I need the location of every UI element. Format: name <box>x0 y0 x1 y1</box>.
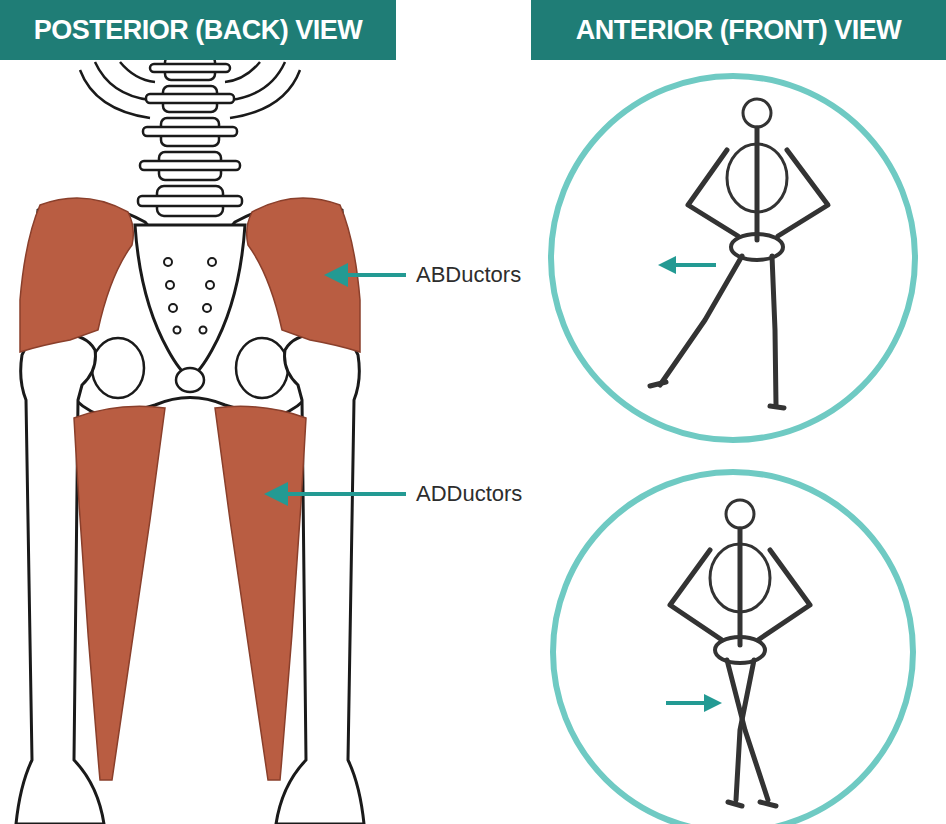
view-ring <box>551 76 915 824</box>
rib-lines <box>80 62 300 118</box>
skeleton-figure <box>670 500 810 806</box>
obturator-foramen <box>92 338 288 398</box>
header-text: ANTERIOR (FRONT) VIEW <box>576 15 901 46</box>
movement-arrow <box>658 256 722 712</box>
adductor-muscle <box>74 406 306 780</box>
header-band: ANTERIOR (FRONT) VIEW <box>531 0 946 60</box>
abductor-muscle <box>20 198 360 352</box>
sacral-foramina <box>164 258 216 334</box>
skeleton-figure <box>650 99 828 408</box>
femur-bone <box>16 335 364 824</box>
sacrum <box>135 225 245 378</box>
header-band: POSTERIOR (BACK) VIEW <box>0 0 396 60</box>
header-text: POSTERIOR (BACK) VIEW <box>34 15 363 46</box>
muscle-label: ABDuctors <box>414 262 523 288</box>
spine-vertebrae <box>138 56 242 216</box>
muscle-label: ADDuctors <box>414 481 524 507</box>
coccyx <box>176 368 204 392</box>
leader-arrow <box>264 263 406 506</box>
